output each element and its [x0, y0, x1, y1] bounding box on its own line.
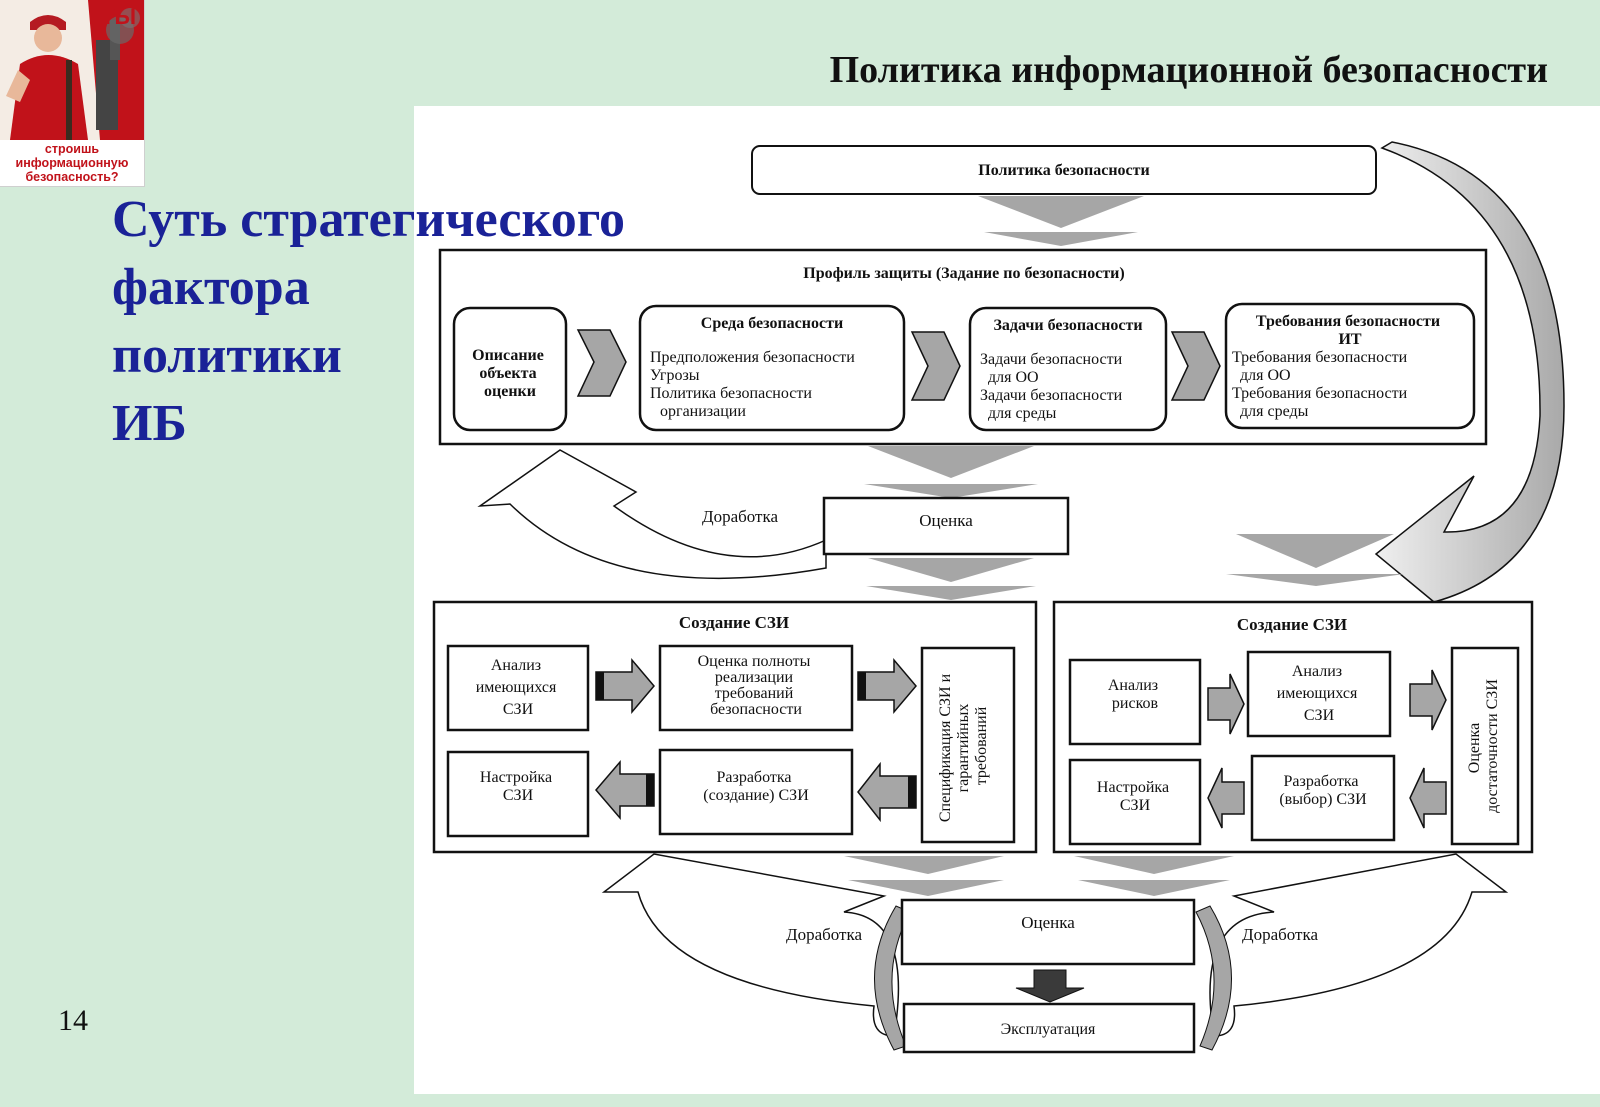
poster-top-word: ТЫ — [101, 4, 136, 29]
object-box — [452, 306, 568, 432]
rework-left-label: Доработка — [786, 925, 862, 944]
sufficiency-label: Оценка достаточности СЗИ — [1466, 679, 1501, 813]
arrow-right-icon — [595, 657, 655, 715]
diagram-panel: Политика безопасности Профиль защиты (За… — [414, 106, 1600, 1094]
poster-caption-line: строишь — [44, 142, 100, 156]
bottom-evaluation-box — [900, 898, 1196, 966]
poster-caption-line: информационную — [15, 156, 129, 170]
slide-heading: Суть стратегического фактора политики ИБ — [112, 186, 625, 458]
object-label: Описание объекта оценки — [472, 347, 548, 400]
environment-lines: Предположения безопасности Угрозы Полити… — [650, 349, 859, 420]
right-analysis-label: Анализ имеющихся СЗИ — [1277, 663, 1362, 724]
rework-right-label: Доработка — [1242, 925, 1318, 944]
side-arc-icon — [874, 905, 911, 1051]
completeness-label: Оценка полноты реализации требований без… — [698, 653, 815, 718]
development-label: Разработка (создание) СЗИ — [703, 769, 809, 804]
policy-box — [751, 145, 1377, 195]
arrow-right-icon — [1409, 669, 1447, 731]
right-tuning-label: Настройка СЗИ — [1097, 779, 1173, 814]
poster-caption-line: безопасность? — [25, 170, 119, 184]
slide-title: Политика информационной безопасности — [829, 49, 1548, 91]
down-arrow-icon — [1074, 856, 1234, 896]
arrow-left-icon — [857, 761, 917, 823]
profile-title: Профиль защиты (Задание по безопасности) — [803, 265, 1124, 282]
spec-box — [920, 646, 1016, 844]
poster-image: ТЫ строишь информационную безопасность? — [0, 0, 145, 187]
operation-label: Эксплуатация — [1001, 1021, 1096, 1038]
policy-label: Политика безопасности — [978, 162, 1149, 179]
page-number: 14 — [58, 1004, 88, 1037]
evaluation-label: Оценка — [919, 511, 973, 530]
heading-line: фактора — [112, 259, 310, 316]
rework-curved-arrow-icon — [601, 853, 900, 1037]
poster-caption: строишь информационную безопасность? — [0, 142, 144, 184]
chevron-right-icon — [910, 331, 961, 401]
arrow-right-icon — [1207, 673, 1245, 735]
arrow-left-icon — [1207, 767, 1245, 829]
heading-line: политики — [112, 327, 342, 384]
szi-tuning-box — [446, 750, 590, 838]
sufficiency-box — [1450, 646, 1520, 846]
chevron-right-icon — [576, 329, 627, 397]
environment-title: Среда безопасности — [701, 315, 843, 332]
risk-analysis-label: Анализ рисков — [1108, 677, 1162, 712]
environment-box — [638, 304, 906, 432]
security-policy-diagram: Политика безопасности Профиль защиты (За… — [432, 141, 1565, 1054]
risk-analysis-box — [1068, 658, 1202, 746]
tasks-box — [968, 306, 1168, 432]
tasks-title: Задачи безопасности — [993, 317, 1142, 334]
requirements-box — [1224, 302, 1476, 430]
down-arrow-dark-icon — [1015, 969, 1085, 1003]
operation-box — [902, 1002, 1196, 1054]
szi-analysis-label: Анализ имеющихся СЗИ — [476, 657, 561, 718]
poster-illustration — [0, 0, 144, 140]
right-tuning-box — [1068, 758, 1202, 846]
arrow-right-icon — [857, 657, 917, 715]
spec-label: Спецификация СЗИ и гарантийных требовани… — [937, 670, 990, 822]
right-analysis-box — [1246, 650, 1392, 738]
down-arrow-icon — [844, 856, 1004, 896]
requirements-lines: Требования безопасности для ОО Требовани… — [1232, 349, 1411, 420]
arrow-left-icon — [595, 759, 655, 821]
szi-tuning-label: Настройка СЗИ — [480, 769, 556, 804]
szi-left-title: Создание СЗИ — [679, 613, 789, 632]
requirements-title: Требования безопасности ИТ — [1256, 313, 1444, 348]
right-development-label: Разработка (выбор) СЗИ — [1279, 773, 1367, 808]
tasks-lines: Задачи безопасности для ОО Задачи безопа… — [980, 351, 1126, 422]
rework-curved-arrow-icon — [477, 449, 827, 580]
szi-right-title: Создание СЗИ — [1237, 615, 1347, 634]
heading-line: Суть стратегического — [112, 191, 626, 248]
completeness-box — [658, 644, 854, 732]
side-arc-icon — [1195, 905, 1232, 1051]
bottom-evaluation-label: Оценка — [1021, 913, 1075, 932]
arrow-left-icon — [1409, 767, 1447, 829]
heading-line: ИБ — [112, 395, 187, 452]
szi-analysis-box — [446, 644, 590, 732]
rework-curved-arrow-icon — [1209, 853, 1509, 1037]
rework-label: Доработка — [702, 507, 778, 526]
down-arrow-icon — [864, 446, 1038, 498]
development-box — [658, 748, 854, 836]
chevron-right-icon — [1170, 331, 1221, 401]
down-arrow-icon — [866, 558, 1036, 600]
evaluation-box — [822, 496, 1070, 556]
down-arrow-icon — [978, 196, 1144, 246]
right-development-box — [1250, 754, 1396, 842]
down-arrow-icon — [1226, 534, 1404, 586]
